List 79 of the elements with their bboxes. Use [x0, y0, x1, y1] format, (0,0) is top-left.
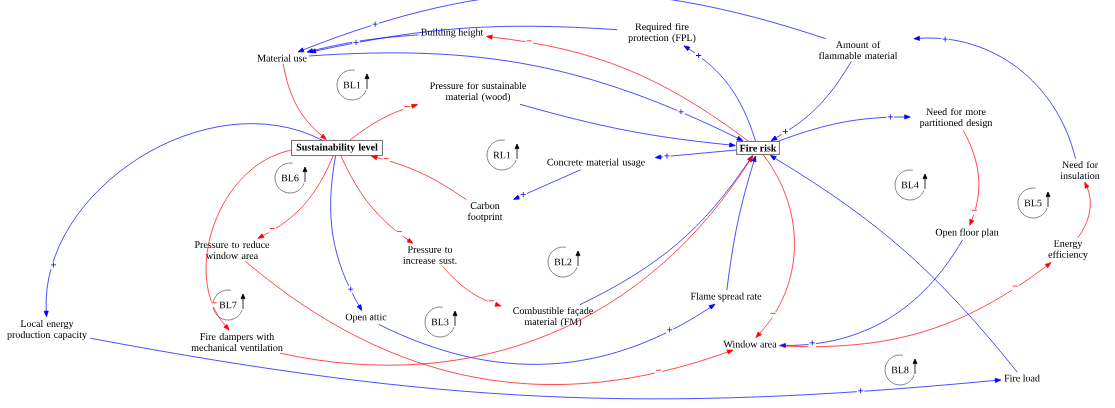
arrow	[519, 103, 736, 148]
polarity-sign: −	[487, 299, 496, 306]
arrow	[513, 169, 582, 200]
arrow	[282, 63, 327, 140]
arrow	[244, 260, 734, 385]
variable-name: Building height	[421, 28, 484, 38]
variable-name: Local energy production capacity	[7, 319, 87, 341]
variable-name: Fire dampers with mechanical ventilation	[191, 332, 283, 351]
arrow	[349, 103, 418, 141]
polarity-sign: +	[781, 128, 790, 136]
arrow	[779, 239, 963, 348]
polarity-sign: −	[210, 301, 218, 308]
arrow	[683, 45, 756, 142]
arrow	[378, 303, 716, 365]
polarity-sign: −	[970, 209, 978, 215]
variable-name: Fire load	[1004, 374, 1040, 382]
key-variable-box: Sustainability level	[291, 140, 383, 156]
arrow	[257, 155, 334, 239]
arrow	[486, 34, 749, 142]
polarity-sign: +	[694, 52, 703, 60]
variable-name: Need for insulation	[1060, 160, 1100, 180]
polarity-sign: −	[1011, 285, 1019, 291]
arrow	[755, 154, 795, 338]
variable-name: Need for more partitioned design	[919, 107, 993, 129]
polarity-sign: +	[347, 285, 355, 294]
polarity-sign: −	[403, 105, 411, 111]
arrow	[279, 155, 754, 366]
arrow	[330, 155, 363, 311]
variable-name: Window area	[723, 340, 777, 348]
variable-name: Material use	[257, 54, 307, 62]
polarity-sign: −	[268, 227, 277, 233]
polarity-sign: +	[352, 39, 360, 47]
arrow	[778, 262, 1052, 347]
polarity-sign: +	[886, 113, 895, 122]
variable-name: Concrete material usage	[547, 158, 645, 168]
variable-name: Flame spread rate	[690, 292, 762, 302]
variable-name: Open floor plan	[935, 228, 999, 238]
arrow	[913, 35, 1076, 160]
arrow	[962, 129, 980, 226]
polarity-sign: +	[49, 261, 58, 270]
polarity-sign: +	[371, 21, 379, 29]
polarity-sign: +	[941, 36, 949, 44]
variable-name: Carbon footprint	[467, 201, 503, 223]
polarity-sign: +	[856, 387, 865, 396]
arrow	[778, 114, 911, 142]
arrow	[371, 155, 467, 201]
variable-name: Required fire protection (FPL)	[628, 22, 696, 44]
polarity-sign: −	[654, 369, 663, 375]
arrow	[308, 52, 744, 141]
arrow	[205, 149, 292, 331]
variable-name: Open attic	[345, 313, 387, 323]
arrow	[770, 60, 852, 141]
variable-name: Combustible façade material (FM)	[513, 306, 593, 328]
arrow	[1077, 181, 1091, 239]
arrow	[579, 155, 753, 306]
key-variable-box: Fire risk	[736, 141, 780, 155]
arrow	[340, 155, 414, 244]
polarity-sign: +	[663, 152, 671, 161]
arrow	[442, 265, 502, 307]
variable-name: Pressure to reduce window area	[194, 240, 270, 259]
polarity-sign: +	[808, 339, 816, 348]
arrow	[770, 155, 1018, 373]
arrow	[726, 155, 757, 291]
variable-name: Energy efficiency	[1048, 240, 1088, 260]
polarity-sign: +	[665, 326, 674, 335]
polarity-sign: +	[519, 191, 527, 199]
arrow	[89, 337, 1002, 400]
variable-name: Amount of flammable material	[818, 40, 898, 60]
arrow	[654, 149, 737, 160]
polarity-sign: −	[525, 39, 533, 46]
arrow	[43, 123, 323, 318]
arrow	[297, 0, 827, 53]
variable-name: Pressure for sustainable material (wood)	[429, 81, 526, 103]
polarity-sign: +	[677, 108, 685, 117]
arrow	[306, 34, 419, 54]
variable-name: Pressure to increase sust.	[403, 246, 457, 264]
polarity-sign: −	[395, 230, 404, 236]
polarity-sign: −	[382, 157, 390, 163]
polarity-sign: −	[769, 312, 777, 318]
